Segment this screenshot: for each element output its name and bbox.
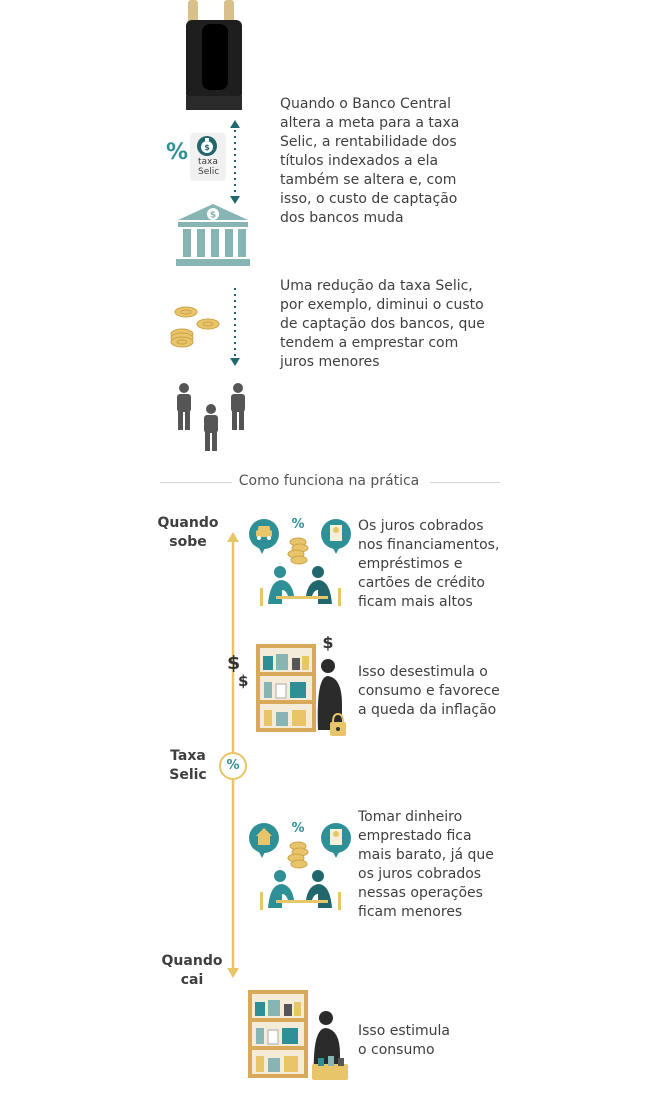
svg-text:$: $: [204, 143, 210, 152]
axis-top-label: Quando sobe: [157, 515, 219, 550]
divider-left: [160, 482, 232, 483]
intro-text-1: Quando o Banco Central altera a meta par…: [280, 96, 460, 226]
svg-text:%: %: [291, 517, 304, 532]
selic-circle: %: [219, 752, 247, 780]
bank-icon: $: [176, 204, 250, 266]
taxa-selic-label: taxa Selic: [198, 157, 220, 177]
svg-text:$: $: [322, 634, 333, 652]
section-title: Como funciona na prática: [238, 473, 420, 489]
svg-text:$: $: [210, 211, 216, 221]
card-icon: [186, 0, 242, 110]
svg-text:%: %: [291, 821, 304, 836]
taxa-selic-badge: $ taxa Selic: [190, 133, 226, 181]
store-locked-icon: $: [256, 634, 346, 736]
double-arrow-icon: [230, 120, 240, 204]
money-bag-icon: $: [197, 136, 217, 156]
people-icon: [177, 383, 245, 451]
divider-right: [430, 482, 500, 483]
percent-icon: %: [226, 758, 240, 773]
item-4-text: Isso estimula o consumo: [358, 1023, 450, 1058]
item-3-text: Tomar dinheiro emprestado fica mais bara…: [358, 809, 494, 920]
item-1-text: Os juros cobrados nos financiamentos, em…: [358, 518, 500, 610]
loan-meeting-icon: %: [249, 517, 351, 606]
down-arrow-icon: [230, 288, 240, 366]
item-2-text: Isso desestimula o consumo e favorece a …: [358, 664, 500, 718]
axis-bottom-label: Quando cai: [161, 953, 223, 988]
store-shopping-icon: [248, 990, 348, 1080]
dollar-icon: $: [238, 672, 249, 690]
selic-axis: [227, 532, 239, 978]
axis-middle-label: Taxa Selic: [169, 748, 207, 783]
coins-icon: [170, 306, 220, 348]
dollar-icon: $: [227, 652, 241, 674]
percent-symbol: %: [166, 140, 189, 165]
intro-section: % $ taxa Selic $ Quando o Banco Central …: [0, 0, 660, 460]
intro-text-2: Uma redução da taxa Selic, por exemplo, …: [280, 278, 485, 370]
loan-meeting-icon: %: [249, 821, 351, 910]
